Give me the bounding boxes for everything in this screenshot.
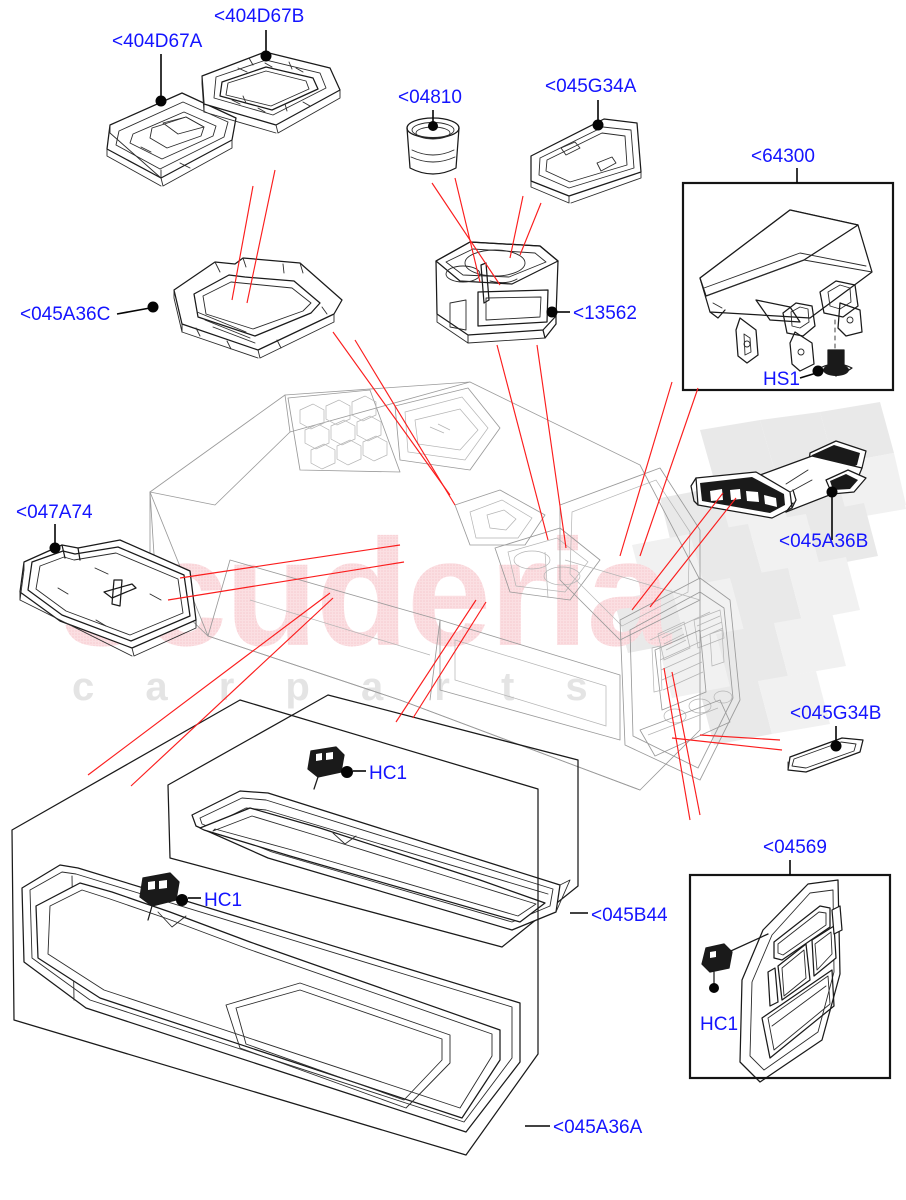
callout-404D67A: <404D67A: [112, 31, 203, 52]
part-045A36B-console-rear-finisher-bracket[interactable]: [690, 440, 867, 519]
part-13562-cupholder-housing[interactable]: [435, 241, 559, 344]
callout-045A36B: <045A36B: [779, 531, 868, 552]
part-045A36A-console-side-finisher-lower[interactable]: [11, 699, 539, 1156]
boxed-detail-64300: [681, 181, 895, 392]
callout-045G34B: <045G34B: [790, 703, 881, 724]
clip-HC1-04569[interactable]: [701, 933, 769, 993]
callout-404D67B: <404D67B: [214, 6, 304, 27]
part-045A36C-console-upper-finisher-frame[interactable]: [173, 257, 343, 359]
callout-045G34A: <045G34A: [545, 76, 637, 97]
callout-HC1-lower: HC1: [204, 890, 242, 911]
part-04569-rear-console-vent-finisher[interactable]: [701, 879, 843, 1083]
callout-64300: <64300: [751, 146, 815, 167]
clip-HC1-lower[interactable]: [139, 872, 188, 921]
part-045B44-console-side-finisher-upper[interactable]: [167, 694, 579, 948]
callout-045A36A: <045A36A: [553, 1117, 643, 1138]
part-045G34A-cupholder-lid-cover[interactable]: [530, 118, 642, 204]
part-047A74-console-storage-tray-mat[interactable]: [19, 539, 197, 657]
callout-pointers: [49, 30, 842, 1127]
part-045G34B-rear-console-trim-strip[interactable]: [787, 737, 864, 773]
watermark-carparts: c a r p a r t s: [72, 665, 608, 709]
part-404D67B-gear-selector-surround-bezel[interactable]: [201, 51, 341, 134]
callout-HS1: HS1: [763, 369, 800, 390]
part-404D67A-gear-selector-trim-panel[interactable]: [106, 92, 237, 187]
callout-13562: <13562: [573, 303, 637, 324]
callout-045B44: <045B44: [591, 905, 668, 926]
callout-047A74: <047A74: [16, 502, 93, 523]
clip-HC1-upper[interactable]: [307, 746, 353, 790]
part-64300-armrest-assembly[interactable]: [699, 209, 873, 377]
callout-HC1-upper: HC1: [369, 763, 407, 784]
callout-HC1-04569: HC1: [700, 1014, 738, 1035]
callout-045A36C: <045A36C: [20, 304, 110, 325]
screw-HS1[interactable]: [819, 349, 853, 377]
callout-04569: <04569: [763, 837, 827, 858]
callout-04810: <04810: [398, 87, 462, 108]
